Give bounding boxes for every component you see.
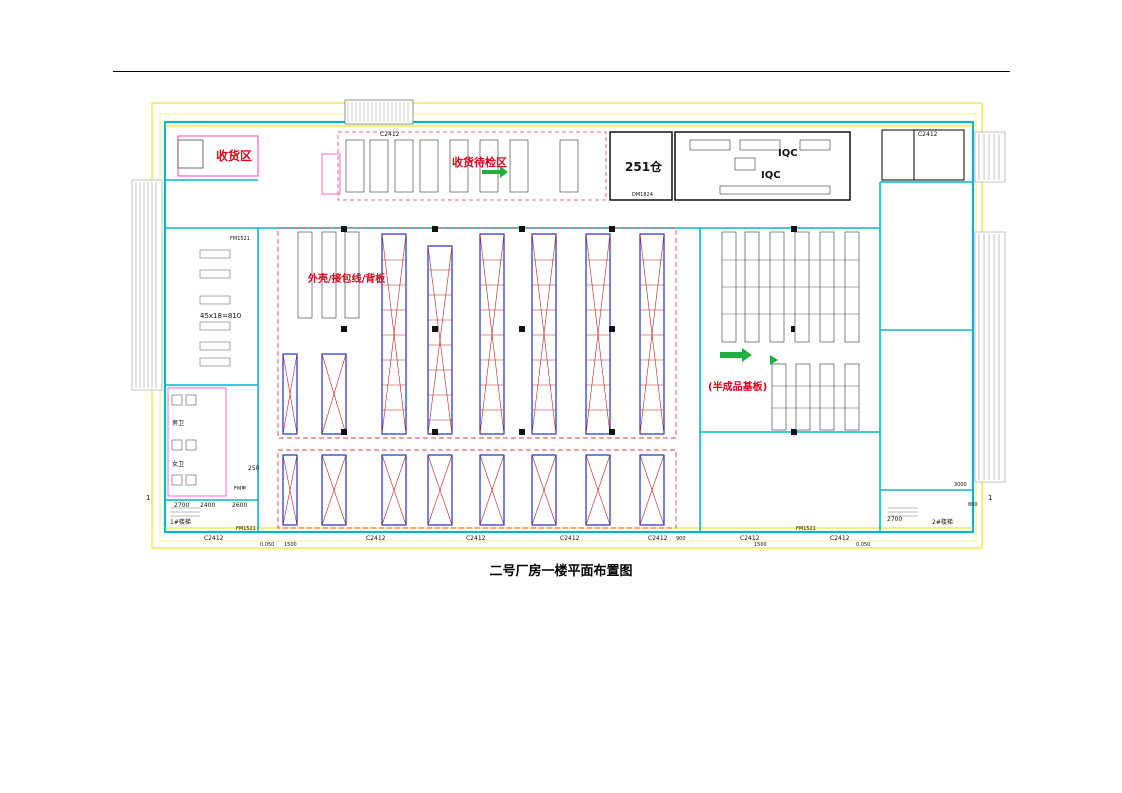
tag-c2412: C2412	[466, 535, 486, 542]
pallet-cross-upper	[381, 233, 665, 435]
dim-250: 250	[248, 465, 260, 472]
shell-zone-lower	[277, 449, 677, 529]
room-251	[609, 131, 673, 201]
room-251-label: 251仓	[625, 159, 663, 174]
building-outline	[163, 120, 975, 534]
dim-2700: 2700	[174, 502, 189, 509]
iqc-label-b: IQC	[761, 170, 781, 181]
receiving-office	[177, 139, 204, 169]
loading-dock	[344, 99, 414, 125]
semi-finished-label: (半成品基板)	[708, 380, 767, 393]
dim-900: 900	[676, 536, 686, 542]
dim-800: 800	[968, 502, 978, 508]
inspection-zone	[337, 131, 607, 201]
bottom-stairs	[170, 507, 918, 517]
dim-1500: 1500	[284, 542, 297, 548]
fm1521c-label: FM1521	[230, 236, 250, 242]
columns	[341, 226, 797, 435]
dim-2600: 2600	[232, 502, 247, 509]
inspection-label: 收货待检区	[452, 155, 507, 169]
pink-marker	[321, 153, 341, 195]
elev-b-label: 0.050	[856, 542, 870, 548]
tag-c2412: C2412	[366, 535, 386, 542]
left-stair-hatch	[131, 179, 163, 391]
elev-label: 0.050	[260, 542, 274, 548]
grid-1b-label: 1	[988, 494, 992, 502]
tag-c2412: C2412	[740, 535, 760, 542]
restroom-block	[167, 387, 227, 497]
iqc-label-a: IQC	[778, 148, 798, 159]
fm1521-label: FM1521	[236, 526, 256, 532]
tag-c2412: C2412	[380, 131, 400, 138]
dim-small-label: 45x18=810	[200, 312, 241, 320]
restroom-stalls	[171, 394, 197, 486]
pallet-cross-lower	[282, 353, 665, 526]
tag-c2412: C2412	[648, 535, 668, 542]
fm1521b-label: FM1521	[796, 526, 816, 532]
dm1824-label: DM1824	[632, 192, 653, 198]
top-rule	[113, 71, 1010, 72]
tag-c2412: C2412	[918, 131, 938, 138]
wash-f-label: 女卫	[172, 460, 184, 468]
tag-c2412: C2412	[204, 535, 224, 542]
stair-1-label: 1#楼梯	[170, 518, 191, 526]
iqc-benches	[689, 139, 831, 195]
dim-2400: 2400	[200, 502, 215, 509]
plan-caption: 二号厂房一楼平面布置图	[489, 564, 633, 579]
dock-hatch	[347, 102, 409, 122]
white-racks	[297, 231, 360, 319]
right-stair-hatch	[974, 131, 1006, 483]
dim-2700b: 2700	[887, 516, 902, 523]
floor-plan: 收货区 收货待检区 251仓 IQC IQC 外壳/接包线/背板 (半成品基板)…	[131, 99, 1006, 549]
wash-m-label: 男卫	[172, 420, 184, 427]
grid-1-label: 1	[146, 494, 150, 502]
receiving-label: 收货区	[216, 148, 252, 163]
tag-c2412: C2412	[560, 535, 580, 542]
semi-finished-rack-lines	[722, 259, 859, 409]
left-racks	[199, 249, 231, 367]
pallet-racks-upper	[282, 233, 665, 435]
inspection-racks	[345, 139, 579, 193]
semi-finished-racks	[721, 231, 860, 431]
dim-1500b: 1500	[754, 542, 767, 548]
fm-label: FM甲	[234, 486, 246, 492]
service-room-a	[881, 129, 915, 181]
stair-2-label: 2#楼梯	[932, 518, 953, 526]
pallet-racks-lower	[282, 454, 665, 526]
dim-3000: 3000	[954, 482, 967, 488]
shell-area-label: 外壳/接包线/背板	[307, 272, 386, 285]
green-arrows	[482, 166, 778, 365]
tag-c2412: C2412	[830, 535, 850, 542]
service-room-b	[913, 129, 965, 181]
